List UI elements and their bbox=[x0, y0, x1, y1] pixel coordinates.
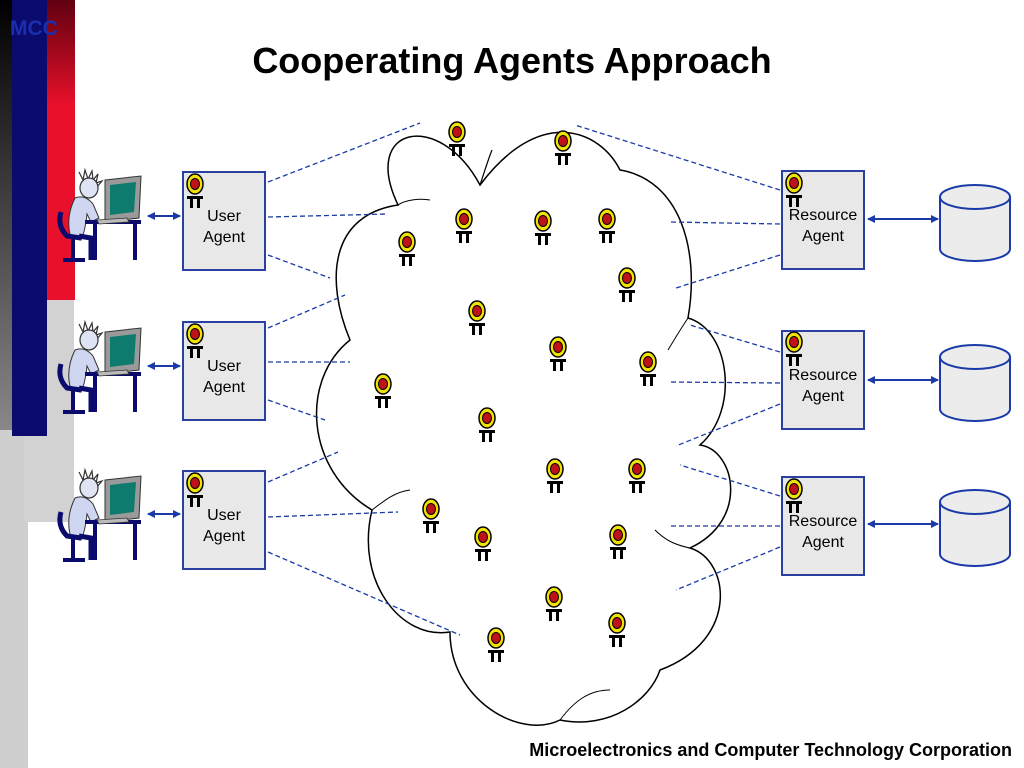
agent-connections bbox=[267, 122, 781, 636]
bidirectional-arrows bbox=[147, 212, 939, 528]
resource-databases bbox=[939, 184, 1011, 567]
database-cylinder-icon bbox=[939, 184, 1011, 262]
agent-cloud bbox=[315, 131, 732, 726]
resource-agent-label: Resource Agent bbox=[788, 513, 858, 551]
resource-agent-box[interactable]: Resource Agent bbox=[781, 476, 865, 576]
slide-title: Cooperating Agents Approach bbox=[252, 40, 772, 81]
user-agent-label: User Agent bbox=[203, 358, 245, 396]
user-agent-label: User Agent bbox=[203, 507, 245, 545]
resource-agent-box[interactable]: Resource Agent bbox=[781, 170, 865, 270]
person-at-computer-icon bbox=[60, 470, 141, 560]
database-cylinder-icon bbox=[939, 489, 1011, 567]
user-agent-box[interactable]: User Agent bbox=[182, 171, 266, 271]
user-agent-label: User Agent bbox=[203, 208, 245, 246]
person-at-computer-icon bbox=[60, 322, 141, 412]
mcc-logo: MCC bbox=[10, 17, 58, 40]
database-cylinder-icon bbox=[939, 344, 1011, 422]
resource-agent-box[interactable]: Resource Agent bbox=[781, 330, 865, 430]
person-at-computer-icon bbox=[60, 170, 141, 260]
footer-organization: Microelectronics and Computer Technology… bbox=[529, 740, 1012, 760]
resource-agent-label: Resource Agent bbox=[788, 207, 858, 245]
user-agent-box[interactable]: User Agent bbox=[182, 470, 266, 570]
decor-bar-navy bbox=[12, 0, 47, 436]
user-workstations bbox=[60, 170, 141, 560]
resource-agent-label: Resource Agent bbox=[788, 367, 858, 405]
user-agent-box[interactable]: User Agent bbox=[182, 321, 266, 421]
